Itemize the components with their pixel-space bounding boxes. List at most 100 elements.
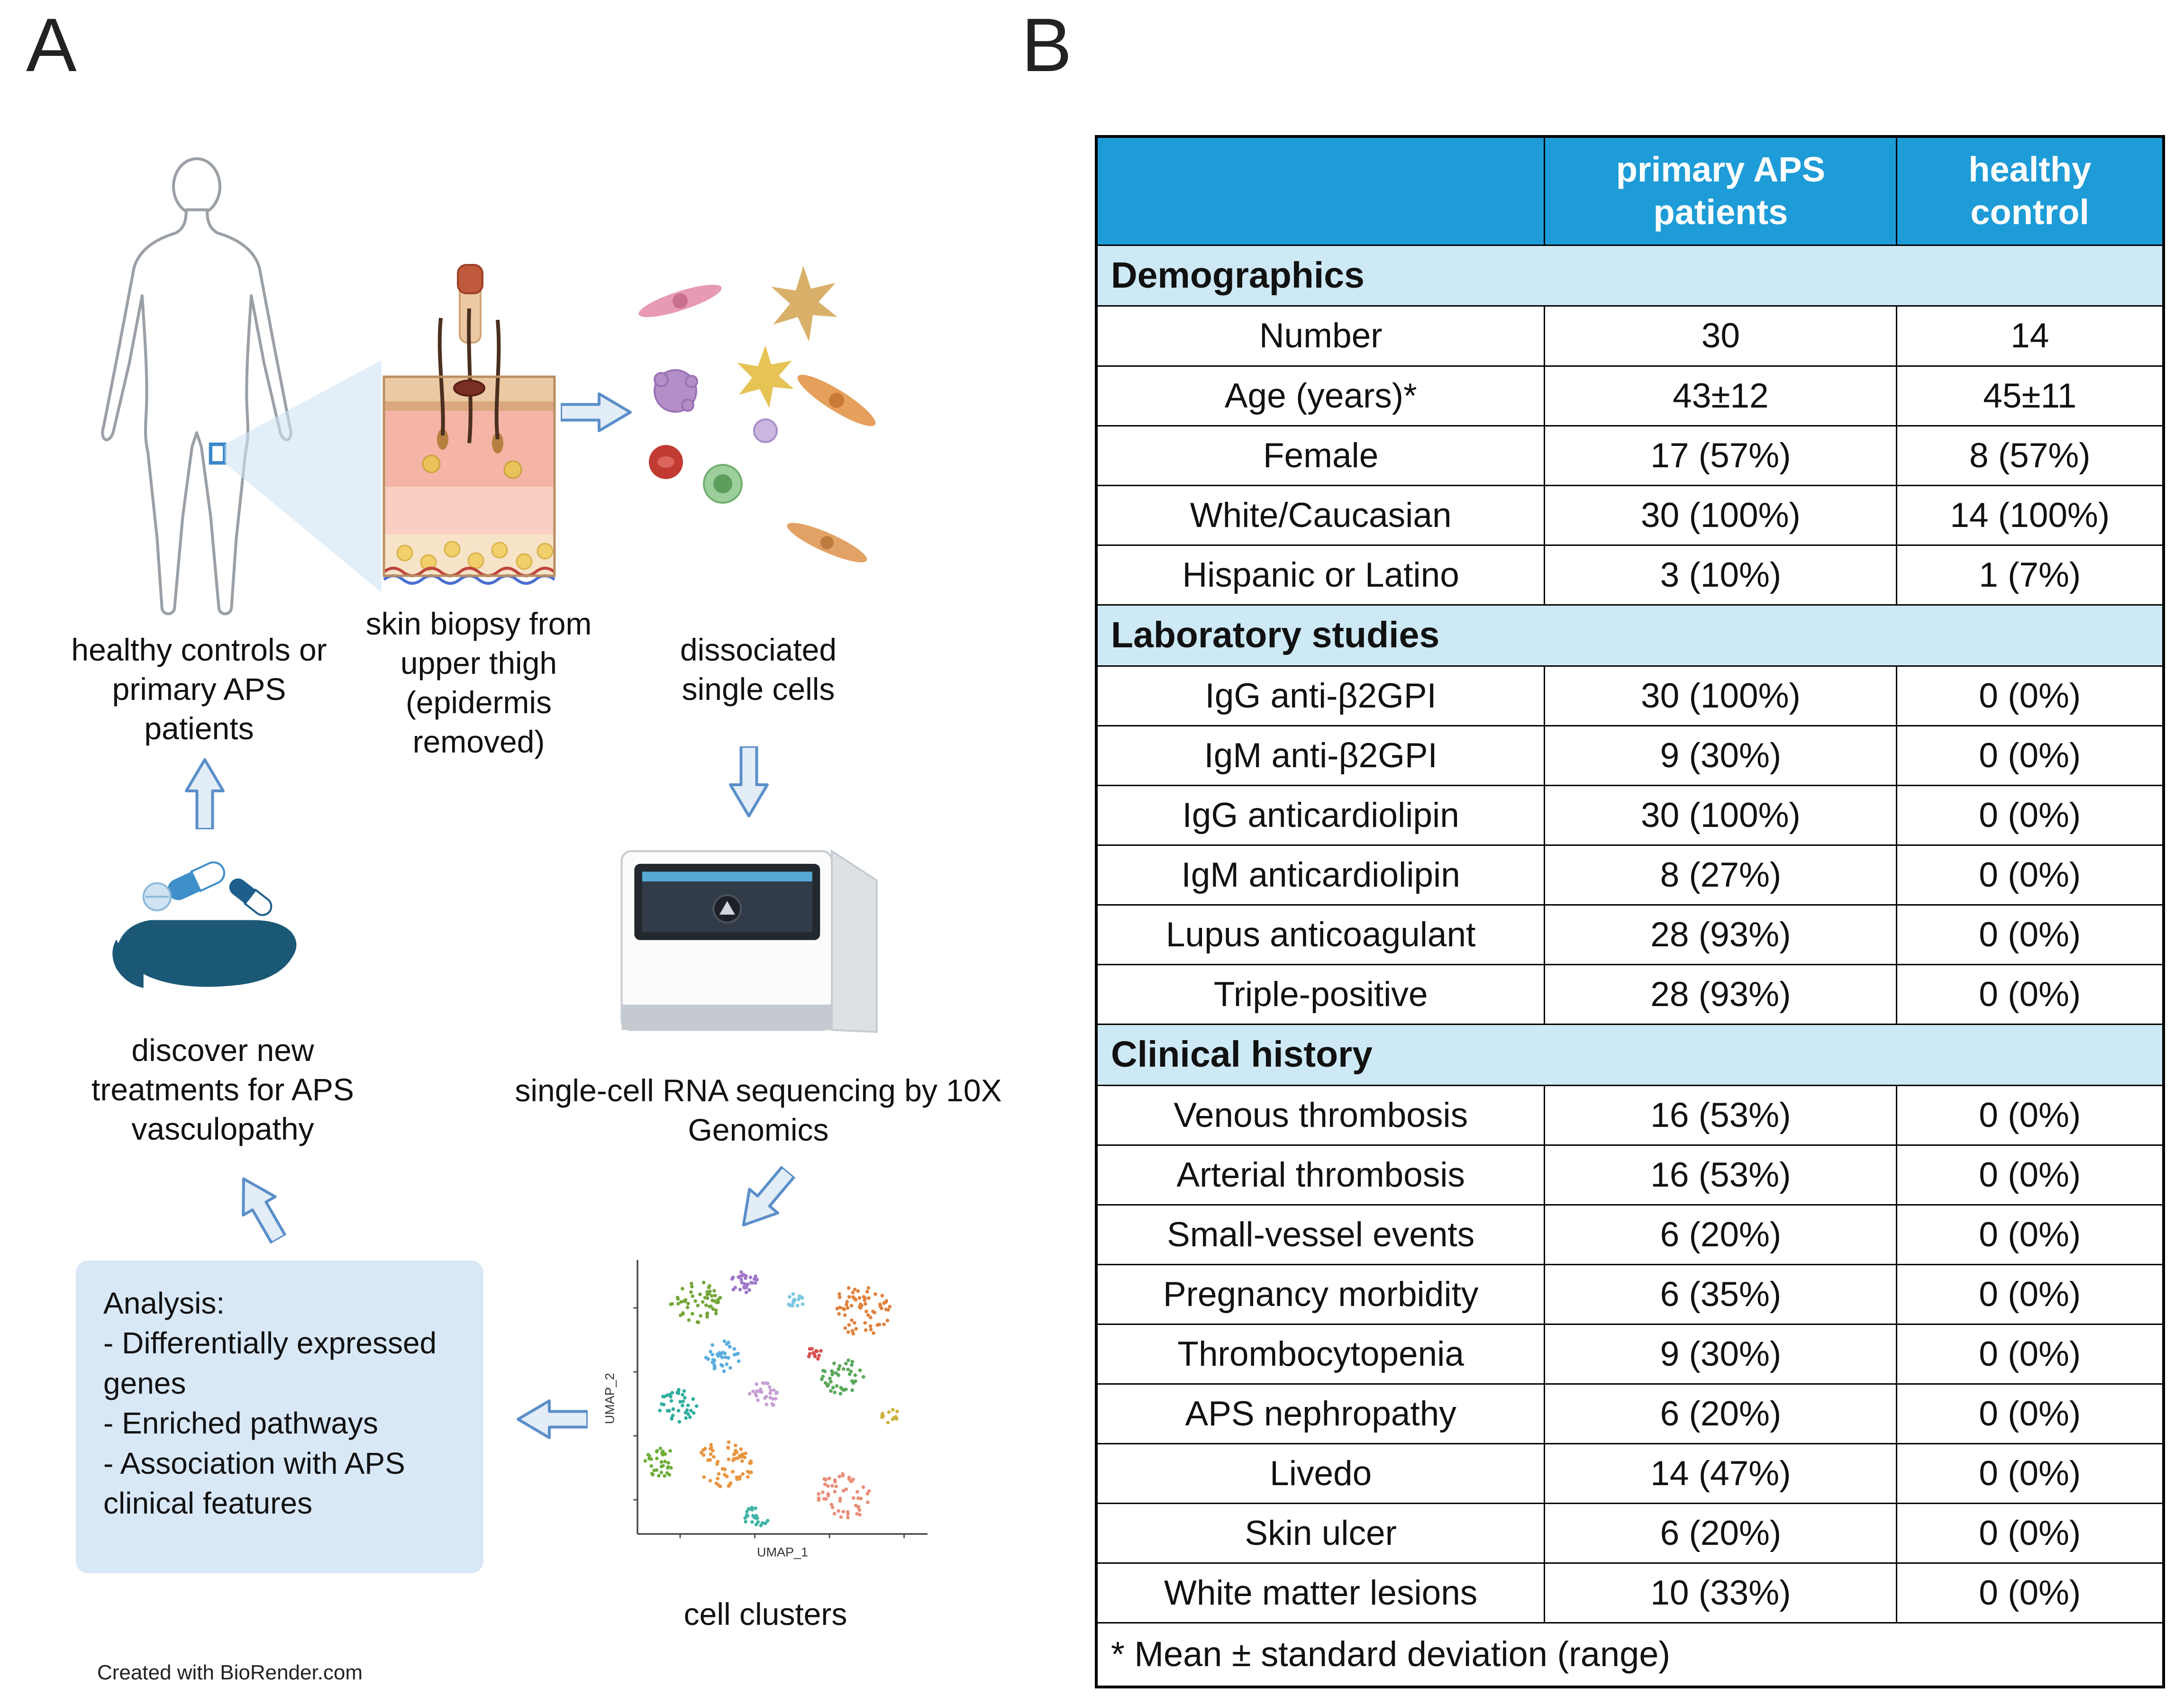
hand-pills-icon xyxy=(112,861,297,988)
row-value-aps: 6 (20%) xyxy=(1544,1503,1898,1564)
row-value-hc: 0 (0%) xyxy=(1896,665,2165,726)
row-label: IgG anticardiolipin xyxy=(1095,784,1546,846)
row-value-hc: 14 xyxy=(1896,305,2165,367)
row-value-aps: 9 (30%) xyxy=(1544,725,1898,786)
row-value-aps: 28 (93%) xyxy=(1544,963,1898,1025)
table-footnote: * Mean ± standard deviation (range) xyxy=(1095,1622,2165,1688)
header-aps-column: primary APS patients xyxy=(1544,136,1898,246)
section-row: Demographics xyxy=(1095,244,2165,307)
caption-body: healthy controls or primary APS patients xyxy=(71,632,327,746)
analysis-title: Analysis: xyxy=(103,1286,225,1320)
row-value-aps: 30 (100%) xyxy=(1544,665,1898,726)
header-control-column: healthy control xyxy=(1896,136,2165,246)
table-header-row: primary APS patients healthy control xyxy=(1095,136,2165,246)
row-label: APS nephropathy xyxy=(1095,1383,1546,1445)
row-value-aps: 17 (57%) xyxy=(1544,425,1898,486)
row-value-hc: 8 (57%) xyxy=(1896,425,2165,486)
row-value-aps: 14 (47%) xyxy=(1544,1443,1898,1505)
arrow-clusters-to-analysis-icon xyxy=(517,1399,588,1439)
caption-treatments: discover new treatments for APS vasculop… xyxy=(91,1033,354,1147)
row-value-hc: 0 (0%) xyxy=(1896,1383,2165,1445)
row-value-aps: 30 xyxy=(1544,305,1898,367)
patient-characteristics-table: primary APS patients healthy control Dem… xyxy=(1095,135,2165,1688)
row-value-aps: 3 (10%) xyxy=(1544,544,1898,606)
row-value-aps: 16 (53%) xyxy=(1544,1144,1898,1206)
row-label: Female xyxy=(1095,425,1546,486)
row-value-hc: 1 (7%) xyxy=(1896,544,2165,606)
arrow-treatments-to-body-icon xyxy=(185,758,225,829)
row-label: White/Caucasian xyxy=(1095,484,1546,546)
arrow-sequencer-to-clusters-icon xyxy=(742,1165,796,1227)
row-value-aps: 8 (27%) xyxy=(1544,844,1898,906)
footnote-row: * Mean ± standard deviation (range) xyxy=(1095,1622,2165,1688)
row-label: IgM anticardiolipin xyxy=(1095,844,1546,906)
section-title: Clinical history xyxy=(1095,1023,2165,1086)
umap-x-axis-label: UMAP_1 xyxy=(757,1545,808,1559)
section-title: Demographics xyxy=(1095,244,2165,307)
umap-y-axis-label: UMAP_2 xyxy=(603,1373,617,1424)
umap-plot-icon: UMAP_1 UMAP_2 xyxy=(603,1260,928,1559)
row-label: Livedo xyxy=(1095,1443,1546,1505)
row-label: Triple-positive xyxy=(1095,963,1546,1025)
row-value-aps: 10 (33%) xyxy=(1544,1562,1898,1624)
row-value-hc: 0 (0%) xyxy=(1896,904,2165,965)
row-value-hc: 0 (0%) xyxy=(1896,725,2165,786)
row-value-aps: 30 (100%) xyxy=(1544,484,1898,546)
row-value-hc: 0 (0%) xyxy=(1896,1144,2165,1206)
caption-cells: dissociated single cells xyxy=(680,632,837,707)
row-value-hc: 0 (0%) xyxy=(1896,1324,2165,1385)
row-value-aps: 16 (53%) xyxy=(1544,1084,1898,1146)
row-label: Pregnancy morbidity xyxy=(1095,1263,1546,1325)
biorender-credit: Created with BioRender.com xyxy=(97,1661,363,1684)
caption-clusters: cell clusters xyxy=(683,1596,847,1632)
row-value-aps: 30 (100%) xyxy=(1544,784,1898,846)
row-value-hc: 0 (0%) xyxy=(1896,1562,2165,1624)
analysis-box: Analysis: - Differentially expressed gen… xyxy=(76,1261,483,1573)
magnifier-cone xyxy=(225,360,382,592)
row-value-hc: 14 (100%) xyxy=(1896,484,2165,546)
arrow-biopsy-to-cells-icon xyxy=(561,392,632,432)
section-title: Laboratory studies xyxy=(1095,604,2165,667)
analysis-item: - Association with APS clinical features xyxy=(103,1446,405,1521)
row-value-hc: 45±11 xyxy=(1896,365,2165,426)
row-label: Number xyxy=(1095,305,1546,367)
row-label: Hispanic or Latino xyxy=(1095,544,1546,606)
row-value-hc: 0 (0%) xyxy=(1896,1204,2165,1266)
row-value-hc: 0 (0%) xyxy=(1896,1443,2165,1505)
row-value-aps: 43±12 xyxy=(1544,365,1898,426)
caption-sequencer: single-cell RNA sequencing by 10X Genomi… xyxy=(515,1073,1002,1148)
row-label: White matter lesions xyxy=(1095,1562,1546,1624)
header-empty-cell xyxy=(1095,136,1546,246)
row-value-hc: 0 (0%) xyxy=(1896,1503,2165,1564)
sequencer-icon xyxy=(620,849,878,1033)
row-label: Small-vessel events xyxy=(1095,1204,1546,1266)
panel-a-label: A xyxy=(26,2,77,87)
row-label: IgG anti-β2GPI xyxy=(1095,665,1546,726)
row-label: Age (years)* xyxy=(1095,365,1546,426)
row-label: Venous thrombosis xyxy=(1095,1084,1546,1146)
section-row: Clinical history xyxy=(1095,1023,2165,1086)
human-body-icon xyxy=(101,157,292,616)
row-value-hc: 0 (0%) xyxy=(1896,844,2165,906)
row-label: Thrombocytopenia xyxy=(1095,1324,1546,1385)
row-value-aps: 6 (35%) xyxy=(1544,1263,1898,1325)
row-label: Arterial thrombosis xyxy=(1095,1144,1546,1206)
skin-biopsy-icon xyxy=(382,264,556,585)
biopsy-site-square xyxy=(209,442,227,465)
arrow-analysis-to-treatments-icon xyxy=(242,1177,287,1245)
row-value-hc: 0 (0%) xyxy=(1896,1263,2165,1325)
